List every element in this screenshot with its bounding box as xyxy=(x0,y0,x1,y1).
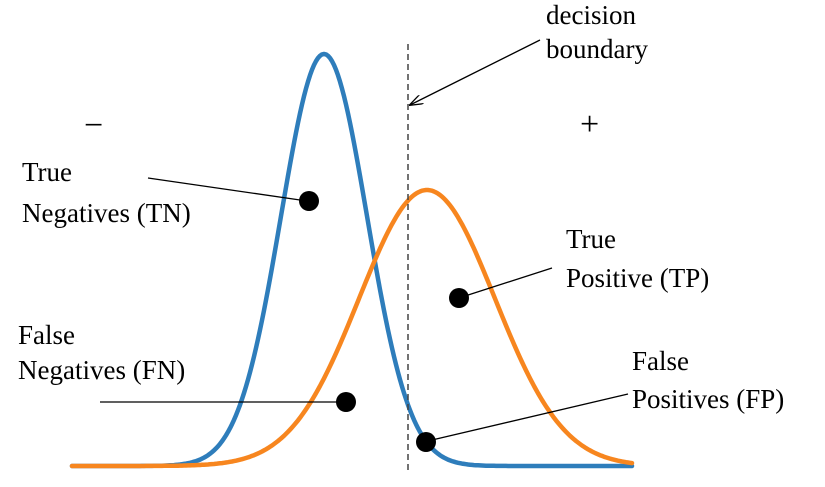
decision-boundary-label-line1: decision xyxy=(546,0,636,30)
fn-marker xyxy=(336,392,356,412)
fp-marker xyxy=(416,432,436,452)
tn-leader-line xyxy=(147,177,301,201)
decision-boundary-arrow xyxy=(410,39,541,105)
fp-label-line1: False xyxy=(632,346,689,376)
fn-label-line2: Negatives (FN) xyxy=(18,355,185,385)
positive-sign: + xyxy=(580,106,599,143)
fp-leader-line xyxy=(431,393,629,441)
tn-label-line1: True xyxy=(22,157,72,187)
negative-sign: − xyxy=(84,107,103,144)
tp-leader-line xyxy=(464,267,553,297)
tp-label-line2: Positive (TP) xyxy=(566,263,709,293)
tp-label-line1: True xyxy=(566,224,616,254)
tn-label-line2: Negatives (TN) xyxy=(22,198,191,228)
fp-label-line2: Positives (FP) xyxy=(632,384,784,414)
tn-marker xyxy=(299,191,319,211)
tp-marker xyxy=(449,288,469,308)
positive-class-curve xyxy=(69,187,635,469)
fn-label-line1: False xyxy=(18,320,75,350)
decision-boundary-label-line2: boundary xyxy=(546,34,648,64)
